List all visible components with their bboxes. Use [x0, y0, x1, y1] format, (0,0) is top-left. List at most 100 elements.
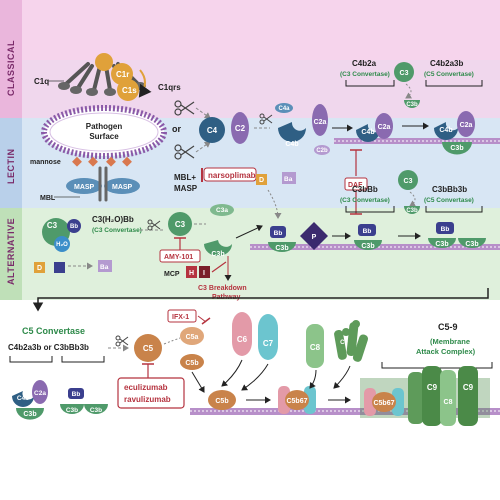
masp-left-label: MASP [74, 184, 95, 191]
scissors-icon [174, 100, 195, 116]
c4b-molecule [278, 122, 306, 142]
c3-alt-right-label: C3 [404, 178, 413, 185]
ba-top-label: Ba [284, 176, 293, 183]
mcp-label: MCP [164, 271, 180, 278]
amy101-box [159, 249, 201, 263]
mannose-label: mannose [30, 159, 61, 166]
mac-title: C5-9 [438, 322, 458, 332]
classical-label: CLASSICAL [6, 40, 16, 96]
membrane-classical [334, 138, 500, 144]
c9-mac-left-label: C9 [427, 383, 438, 392]
c3b-main-label: C3b [211, 251, 224, 258]
daf-box [344, 177, 368, 191]
svg-text:C3b: C3b [450, 145, 463, 152]
mbl-masp-label-line1: MBL+ [174, 173, 196, 182]
c4a-fragment [275, 103, 293, 113]
c3b-alt-right-label: C3b [406, 208, 418, 214]
c3-classical-label: C3 [400, 70, 409, 77]
c4b2a3b-lower: C4b C2a C3b [12, 380, 48, 420]
mac-subtitle-line1: (Membrane [430, 337, 470, 346]
properdin-label: P [312, 234, 317, 241]
svg-text:C4b: C4b [17, 395, 29, 402]
mbl-masp-label-line2: MASP [174, 184, 198, 193]
eculizumab-line2: ravulizumab [124, 395, 171, 404]
c2b-fragment [314, 145, 330, 155]
c2-label: C2 [235, 124, 246, 133]
alternative-tab [0, 208, 22, 300]
c2a-fragment [312, 104, 328, 136]
alternative-label: ALTERNATIVE [6, 218, 16, 285]
c5b-fragment [180, 354, 204, 370]
c3bbb3b-lower: Bb C3b C3b [60, 388, 108, 414]
c3h2obb-label: C3(H₂O)Bb [92, 215, 134, 224]
c5b-label: C5b [185, 360, 198, 367]
c3bbb-alt-complex: Bb C3b [268, 226, 296, 252]
flow-connector [32, 288, 489, 312]
svg-text:C3b: C3b [465, 241, 478, 248]
svg-text:C3b: C3b [435, 241, 448, 248]
c1-complex: C1r C1s [58, 53, 152, 101]
svg-text:C2a: C2a [34, 390, 46, 397]
c3-main-label: C3 [175, 220, 186, 229]
c4b2a-title: C4b2a [352, 59, 377, 68]
mbl-label: MBL [40, 195, 56, 202]
factor-h-box [186, 266, 197, 278]
pathogen-surface-line1: Pathogen [86, 122, 123, 131]
c9-mac-right-label: C9 [463, 383, 474, 392]
alternative-band [0, 208, 500, 300]
c5b67-complex: C5b67 [278, 386, 316, 414]
c4b2a-subtitle: (C3 Convertase) [340, 71, 390, 78]
svg-text:C3b: C3b [275, 245, 288, 252]
lectin-tab [0, 118, 22, 208]
svg-text:Bb: Bb [72, 391, 81, 398]
eculizumab-line1: eculizumab [124, 383, 168, 392]
c4b2a3b-title: C4b2a3b [430, 59, 463, 68]
c4b2a3b-subtitle: (C5 Convertase) [424, 71, 474, 78]
svg-text:C3b: C3b [23, 411, 36, 418]
c5-label: C5 [143, 344, 154, 353]
c5a-label: C5a [186, 334, 199, 341]
c5a-fragment [180, 327, 204, 345]
factor-i-box [199, 266, 210, 278]
c2a-label: C2a [314, 119, 327, 126]
svg-text:Bb: Bb [363, 228, 372, 235]
c3bbb-subtitle: (C3 Convertase) [340, 197, 390, 204]
bb-alt-label: Bb [70, 224, 78, 230]
mac-complex: C9 C8 C9 C5b67 [360, 366, 490, 426]
c3-breakdown-line1: C3 Breakdown [198, 285, 247, 292]
ba-alt-label: Ba [100, 264, 109, 271]
daf-label: DAF [348, 182, 363, 189]
svg-text:C2a: C2a [378, 124, 391, 131]
pathogen-surface-line2: Surface [89, 132, 119, 141]
c3bbb-title: C3bBb [352, 185, 378, 194]
c5b67-label: C5b67 [286, 398, 307, 405]
c4b2a-complex: C4b C2a [356, 113, 393, 142]
classical-tab [0, 0, 22, 118]
svg-text:Bb: Bb [274, 230, 283, 237]
c3bbb3b-subtitle: (C5 Convertase) [424, 197, 474, 204]
c1s-circle [117, 79, 139, 101]
narsoplimab-label: narsoplimab [208, 171, 256, 180]
properdin-icon [300, 222, 328, 250]
c3-molecule [168, 212, 192, 236]
factor-i-label: I [203, 270, 205, 277]
c8-molecule: C8 [306, 324, 324, 368]
c4b2a3b-complex: C4b C2a C3b [434, 111, 475, 155]
c6-molecule [232, 312, 252, 356]
c3bbb-complex: Bb C3b [354, 224, 382, 250]
c7-molecule [258, 314, 278, 360]
c4a-label: C4a [278, 106, 290, 112]
c9-molecules: C9 [334, 320, 369, 362]
c1q-label: C1q [34, 77, 49, 86]
svg-text:C4b: C4b [439, 127, 452, 134]
ifx1-box [167, 309, 197, 323]
ba-box [98, 260, 112, 272]
eculizumab-box [117, 377, 185, 409]
ifx1-label: IFX-1 [172, 314, 189, 321]
membrane-lower [190, 408, 500, 415]
c9-small-label: C9 [340, 340, 348, 346]
lectin-label: LECTIN [6, 149, 16, 185]
c5-molecule [134, 334, 162, 362]
